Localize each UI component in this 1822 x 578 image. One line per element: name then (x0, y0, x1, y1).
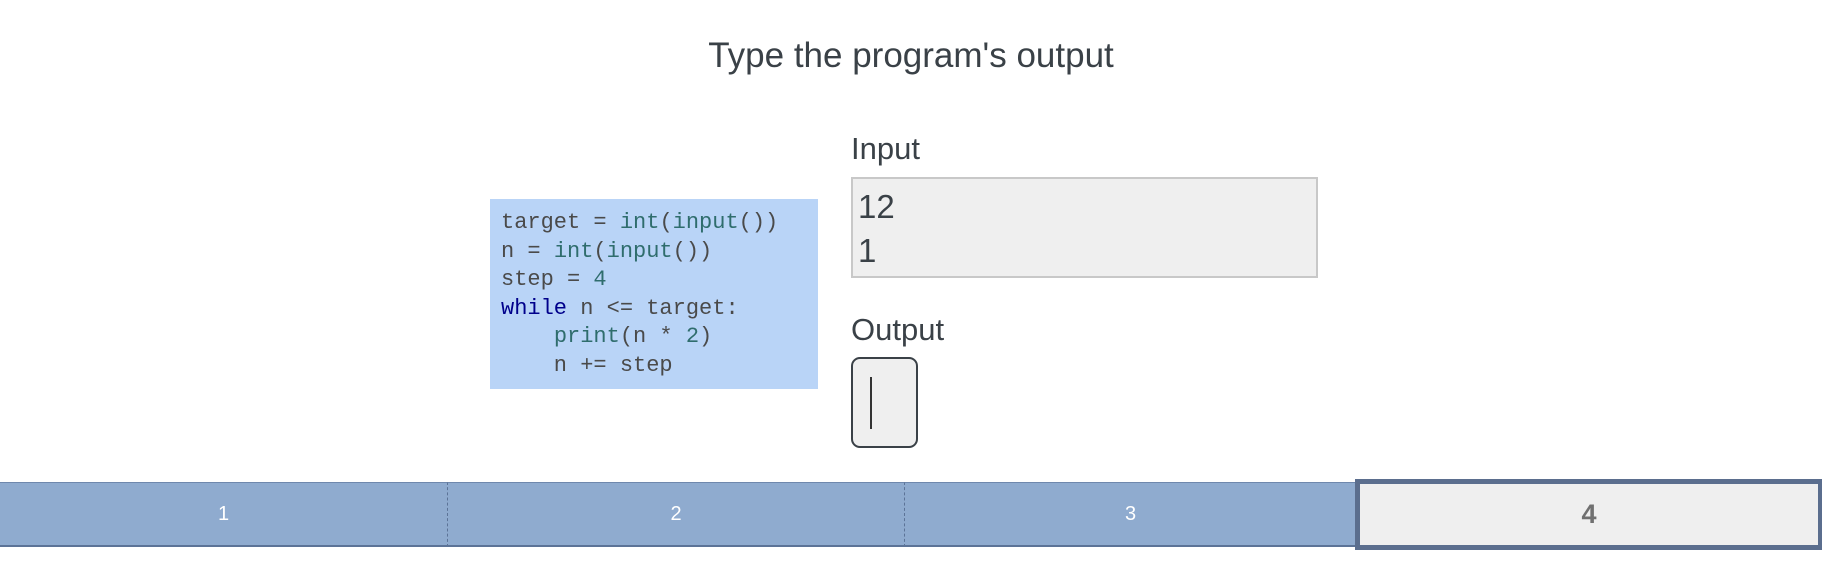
code-token: 4 (593, 267, 607, 292)
code-line: target = int(input()) (501, 209, 818, 238)
code-token: ()) (738, 210, 779, 235)
code-token: int (553, 238, 594, 264)
code-line: n = int(input()) (501, 238, 818, 267)
input-line: 12 (858, 188, 895, 225)
progress-segment-2[interactable]: 2 (448, 482, 905, 547)
code-token: ( (659, 210, 673, 235)
input-line: 1 (858, 232, 877, 269)
progress-bar: 1 2 3 4 (0, 479, 1822, 550)
code-token: int (619, 210, 660, 235)
code-token: step = (501, 267, 594, 292)
progress-segment-1[interactable]: 1 (0, 482, 448, 547)
code-token: print (553, 324, 620, 349)
output-label: Output (851, 312, 945, 347)
code-token: 2 (685, 324, 700, 349)
progress-segment-3[interactable]: 3 (905, 482, 1356, 547)
code-token: input (606, 238, 673, 264)
code-token: (n * (619, 324, 686, 349)
code-line: n += step (501, 352, 818, 381)
output-textarea[interactable] (851, 357, 918, 448)
code-token: ()) (672, 238, 713, 264)
code-token: ) (699, 324, 713, 349)
input-box: 12 1 (851, 177, 1318, 278)
code-token: n = (501, 238, 554, 264)
code-token (501, 324, 554, 349)
code-line: step = 4 (501, 266, 818, 295)
code-token: input (672, 210, 739, 235)
input-label: Input (851, 131, 920, 166)
code-token: while (501, 295, 568, 321)
code-line: while n <= target: (501, 295, 818, 324)
progress-segment-4-current[interactable]: 4 (1355, 479, 1822, 550)
text-caret (870, 377, 872, 429)
code-block: target = int(input())n = int(input())ste… (490, 199, 818, 389)
code-token: n <= target: (567, 295, 739, 321)
page-title: Type the program's output (708, 36, 1114, 75)
code-token: target = (501, 210, 620, 235)
code-line: print(n * 2) (501, 323, 818, 352)
code-token: ( (593, 238, 607, 264)
code-token: n += step (501, 352, 673, 378)
